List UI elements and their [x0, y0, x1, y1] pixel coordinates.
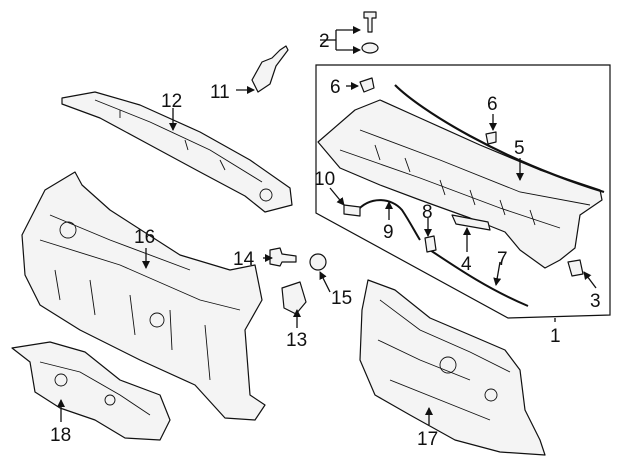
part-11-nozzle-arm: [251, 45, 289, 93]
callout-3: 3: [590, 291, 601, 312]
leader-lines: [57, 26, 597, 425]
part-1-cowl-panel: [317, 99, 603, 269]
callout-9: 9: [383, 222, 394, 243]
callout-13: 13: [286, 330, 307, 351]
part-15-nut: [309, 253, 327, 271]
part-6-clip-top: [359, 77, 375, 93]
part-5-weatherstrip: [394, 84, 605, 194]
part-6-clip-right: [485, 131, 497, 145]
part-3-bolt: [567, 259, 584, 277]
callout-17: 17: [417, 429, 438, 450]
part-7-rod: [429, 249, 529, 307]
part-4-bracket: [451, 214, 491, 231]
part-17-insulator: [359, 279, 546, 456]
callout-5: 5: [514, 138, 525, 159]
part-18-insulator: [11, 341, 171, 441]
part-2-fasteners: [361, 11, 379, 54]
callout-1: 1: [550, 326, 561, 347]
part-10-connector: [343, 204, 361, 217]
part-16-dash-panel: [21, 171, 266, 421]
part-9-hose: [355, 199, 421, 241]
callout-15: 15: [331, 288, 352, 309]
callout-10: 10: [314, 169, 335, 190]
callout-14: 14: [233, 249, 255, 270]
part-8-nozzle: [424, 235, 437, 253]
callout-8: 8: [422, 202, 433, 223]
callout-12: 12: [161, 91, 182, 112]
callout-11: 11: [210, 82, 230, 103]
callout-labels: 1 2 3 4 5 6 6 7 8 9 10 11 12 13 14 15 16…: [50, 31, 601, 450]
part-12-cowl-reinforcement: [61, 91, 293, 213]
callout-2: 2: [319, 31, 330, 52]
cowl-assembly-box: [315, 64, 611, 319]
callout-6-top: 6: [330, 77, 341, 98]
callout-7: 7: [497, 249, 508, 270]
callout-6-right: 6: [487, 94, 498, 115]
callout-16: 16: [134, 227, 155, 248]
callout-4: 4: [461, 254, 472, 275]
part-14-bolt: [269, 247, 297, 267]
part-13-bracket: [281, 281, 307, 315]
callout-18: 18: [50, 425, 71, 446]
